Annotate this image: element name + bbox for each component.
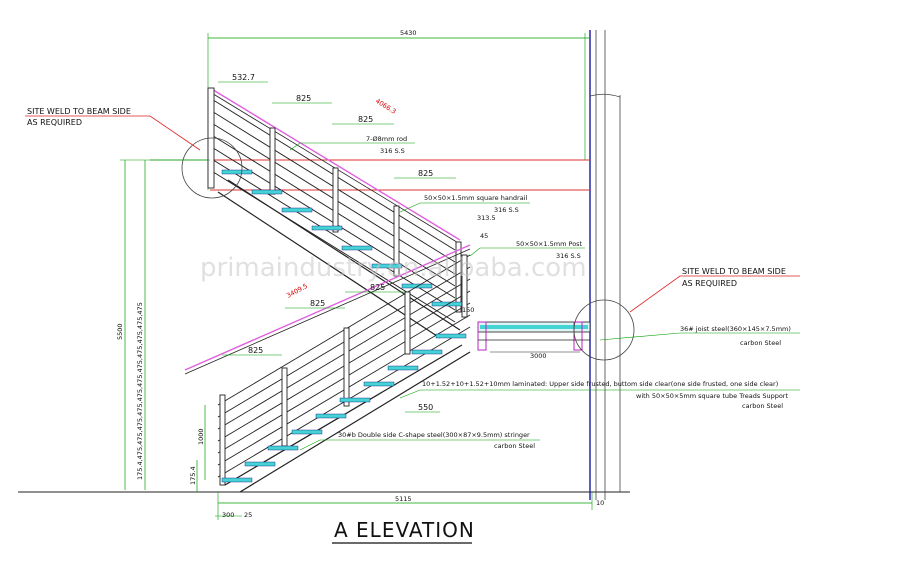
glass-spec-1: 10+1.52+10+1.52+10mm laminated: Upper si… — [422, 380, 778, 388]
right-column — [589, 30, 621, 500]
dim-825-d: 825 — [248, 346, 263, 355]
base-10: 10 — [596, 499, 604, 507]
dim-825-f: 825 — [370, 283, 385, 292]
upper-flight — [207, 87, 463, 339]
base-300: 300 — [222, 511, 234, 519]
site-weld-left-line2: AS REQUIRED — [27, 118, 82, 127]
riser-stack-label: 175.4,475,475,475,475,475,475,475,475,47… — [136, 302, 144, 480]
callout-leaders — [25, 115, 800, 313]
glass-spec-3: carbon Steel — [742, 402, 783, 410]
rise-1000-label: 1000 — [197, 428, 205, 445]
right-weld-detail-circle — [573, 299, 635, 361]
dim-532: 532.7 — [232, 73, 255, 82]
dim-825-e: 825 — [310, 299, 325, 308]
watermark: primaindustry.en.alibaba.com — [200, 253, 587, 283]
base-25: 25 — [244, 511, 252, 519]
top-dimension-label: 5430 — [400, 29, 417, 37]
dim-825-c: 825 — [418, 169, 433, 178]
bottom-overall: 5115 — [395, 495, 412, 503]
site-weld-right-line2: AS REQUIRED — [682, 279, 737, 288]
landing-dim: 3000 — [530, 352, 547, 360]
rise-175-label: 175.4 — [189, 466, 197, 485]
left-height-label: 5500 — [116, 323, 124, 340]
bottom-dims: 5115 300 25 10 — [215, 492, 604, 520]
joist-spec-2: carbon Steel — [740, 339, 781, 347]
landing: 3000 — [477, 321, 591, 360]
handrail-spec-1: 50×50×1.5mm square handrail — [424, 194, 528, 202]
left-weld-detail-circle — [181, 137, 243, 199]
slope-upper: 4066.3 — [374, 97, 398, 116]
site-weld-left-line1: SITE WELD TO BEAM SIDE — [27, 107, 131, 116]
dim-825-b: 825 — [358, 115, 373, 124]
glass-spec-2: with 50×50×5mm square tube Treads Suppor… — [636, 392, 788, 400]
dim-825-a: 825 — [296, 94, 311, 103]
dim-45: 45 — [480, 232, 488, 240]
site-weld-right-line1: SITE WELD TO BEAM SIDE — [682, 267, 786, 276]
slope-lower: 3409.5 — [285, 282, 309, 300]
dim-313: 313.5 — [477, 214, 496, 222]
rod-spec-2: 316 S.S — [380, 147, 405, 155]
stringer-spec-1: 30#b Double side C-shape steel(300×87×9.… — [338, 431, 530, 439]
joist-spec-1: 36# joist steel(360×145×7.5mm) — [680, 325, 791, 333]
drawing-title: A ELEVATION — [334, 518, 475, 542]
lower-handrail — [184, 244, 471, 371]
post-spec-1: 50×50×1.5mm Post — [516, 240, 583, 248]
stringer-spec-2: carbon Steel — [494, 442, 535, 450]
dim-150: 150 — [462, 306, 474, 314]
dim-550: 550 — [418, 403, 433, 412]
lower-flight — [184, 244, 471, 493]
handrail-spec-2: 316 S.S — [494, 206, 519, 214]
upper-handrail — [209, 87, 461, 241]
rise-dimensions: 1000 175.4 — [189, 405, 206, 492]
top-dimension: 5430 — [207, 29, 590, 190]
rod-spec-1: 7-Ø8mm rod — [366, 135, 407, 143]
post-spec-2: 316 S.S — [556, 252, 581, 260]
spec-leaders — [289, 142, 800, 451]
left-height-dimension: 5500 175.4,475,475,475,475,475,475,475,4… — [116, 159, 210, 490]
